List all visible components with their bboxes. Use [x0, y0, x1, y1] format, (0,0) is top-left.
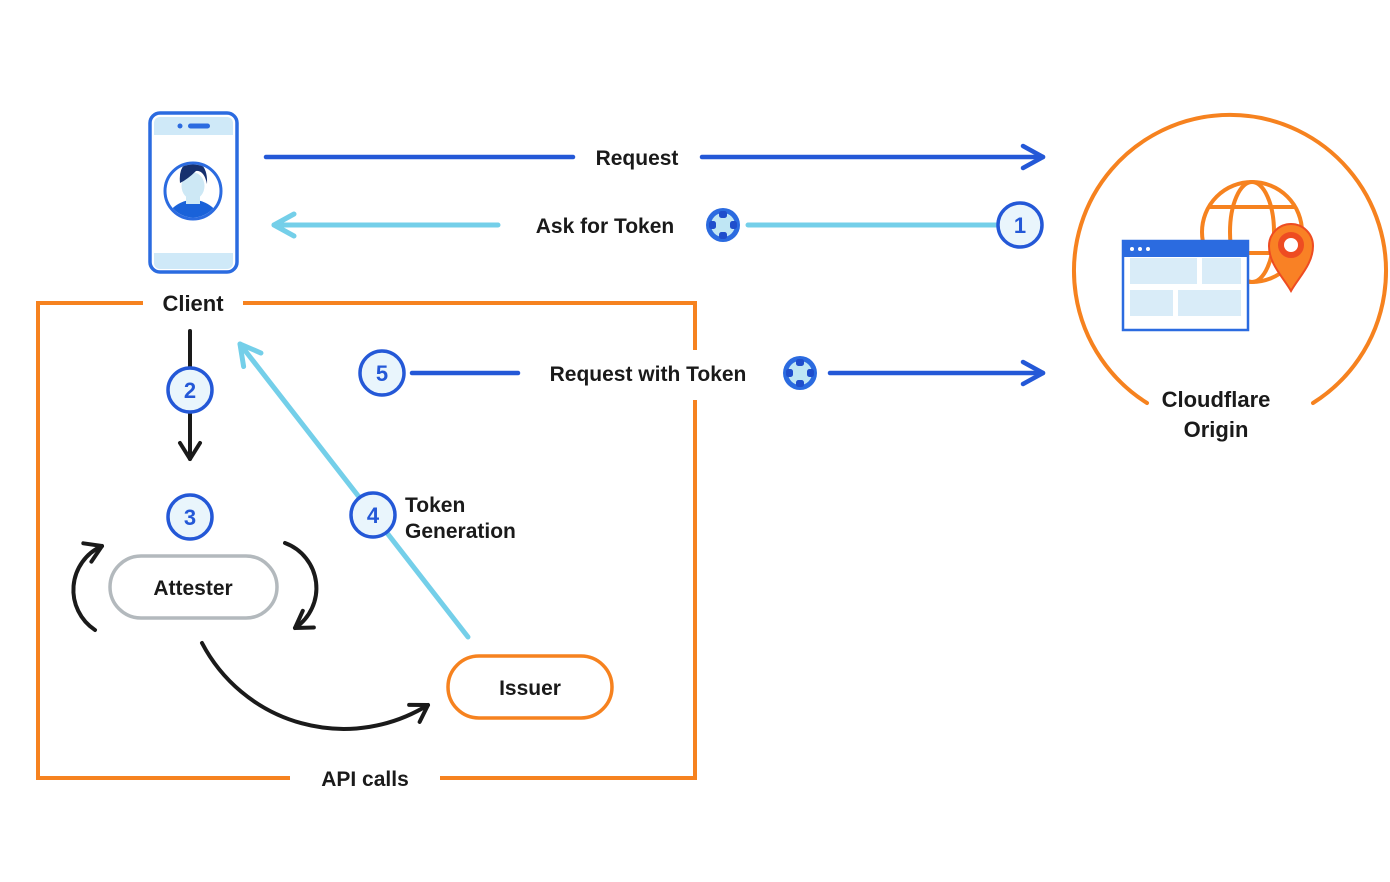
attester-cycle-left-arrow	[71, 541, 104, 632]
step-badge-1: 1	[996, 201, 1044, 249]
request-with-token-label: Request with Token	[550, 363, 747, 386]
step-badge-5: 5	[358, 349, 406, 397]
api-calls-label: API calls	[321, 768, 409, 791]
svg-text:1: 1	[1014, 213, 1026, 238]
client-label: Client	[162, 291, 224, 316]
origin-label-line1: Cloudflare	[1162, 387, 1271, 412]
attester-cycle-right-arrow	[283, 541, 319, 630]
step-badge-3: 3	[166, 493, 214, 541]
request-arrow: Request	[263, 143, 1046, 171]
attester-node: Attester	[71, 541, 319, 632]
step-badge-2: 2	[166, 366, 214, 414]
ask-for-token-arrow: Ask for Token 1	[271, 201, 1044, 249]
token-icon	[706, 208, 740, 242]
client-device-icon: Client	[148, 111, 239, 316]
token-generation-arrow: 4 Token Generation	[237, 341, 516, 640]
svg-text:3: 3	[184, 505, 196, 530]
phone-bottom-bar	[154, 253, 233, 269]
request-with-token-arrow: 5 Request with Token	[358, 349, 1046, 397]
ask-for-token-label: Ask for Token	[536, 215, 674, 238]
svg-text:5: 5	[376, 361, 388, 386]
browser-window-icon	[1121, 239, 1250, 332]
cloudflare-origin-node: Cloudflare Origin	[1072, 112, 1388, 442]
issuer-label: Issuer	[499, 677, 561, 700]
request-label: Request	[596, 147, 679, 170]
origin-label-line2: Origin	[1184, 417, 1249, 442]
client-to-attester-arrow: 2	[166, 329, 214, 461]
step-badge-4: 4	[349, 491, 397, 539]
svg-text:4: 4	[367, 503, 380, 528]
phone-speaker-bar	[188, 123, 210, 129]
location-pin-icon	[1267, 223, 1315, 294]
phone-camera-dot	[177, 123, 183, 129]
token-icon	[783, 356, 817, 390]
api-boundary-box: API calls	[36, 301, 697, 791]
token-generation-label-line2: Generation	[405, 520, 516, 543]
origin-circle	[1072, 112, 1388, 405]
svg-text:2: 2	[184, 378, 196, 403]
attester-to-issuer-arrow	[200, 641, 430, 731]
token-generation-label-line1: Token	[405, 494, 465, 517]
attester-label: Attester	[153, 577, 232, 600]
user-avatar-icon	[163, 161, 223, 221]
issuer-node: Issuer	[446, 654, 614, 720]
